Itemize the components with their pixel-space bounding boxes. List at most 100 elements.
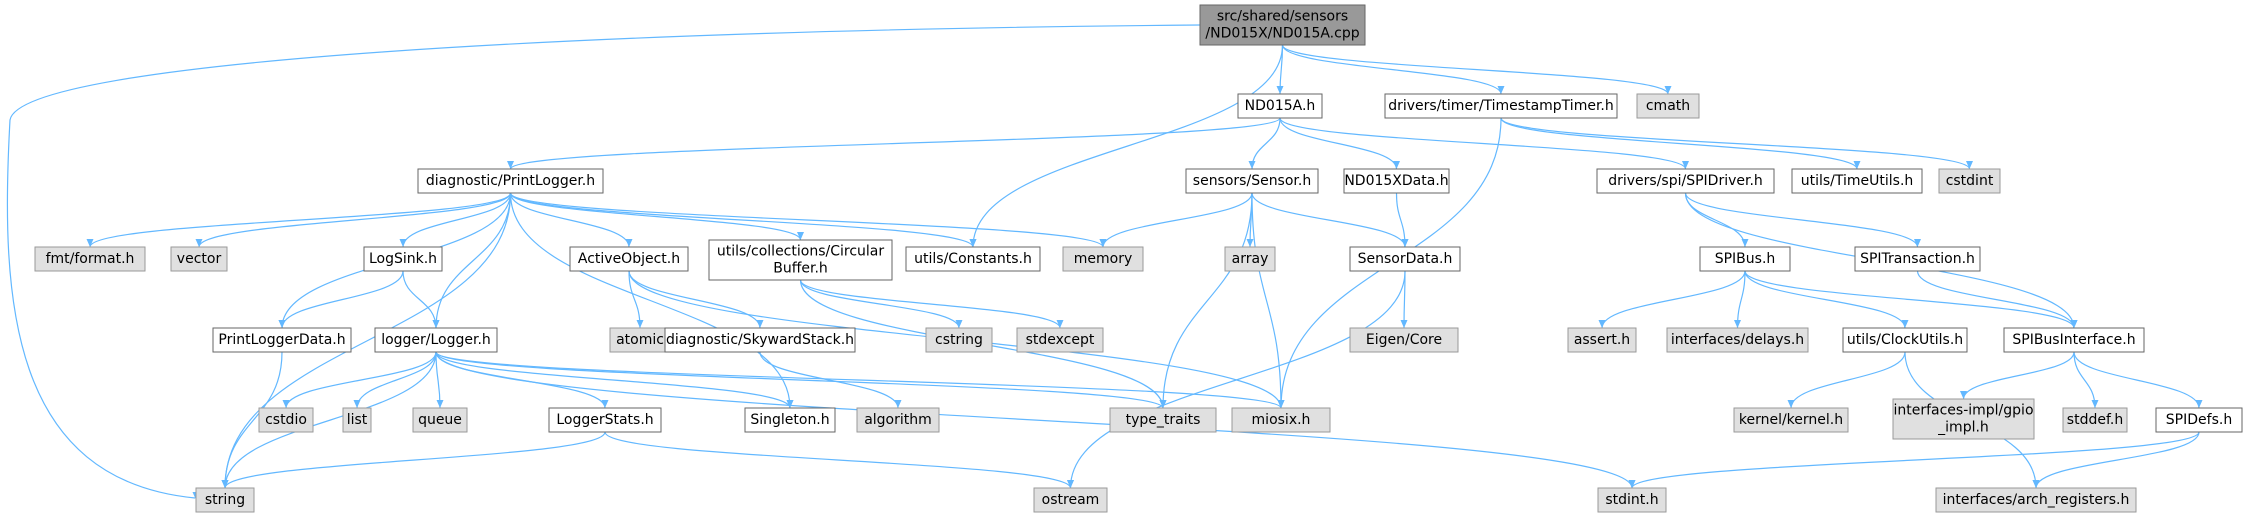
edge-loggerstats-to-ostream <box>604 431 1072 489</box>
arrowhead-spidefs-to-stdint <box>1628 480 1636 488</box>
edge-print_logger-to-constants <box>509 192 974 248</box>
node-label: drivers/spi/SPIDriver.h <box>1608 173 1763 189</box>
node-label: algorithm <box>864 412 932 428</box>
node-cmath: cmath <box>1636 93 1700 119</box>
node-box <box>195 487 255 513</box>
edge-spibus-to-delays <box>1736 270 1746 329</box>
arrowhead-logger-to-queue <box>436 400 444 408</box>
arrowhead-loggerstats-to-ostream <box>1067 480 1074 488</box>
node-queue: queue <box>412 407 468 433</box>
node-box <box>212 327 352 353</box>
arrowhead-logger-to-loggerstats <box>601 400 609 408</box>
node-label: utils/TimeUtils.h <box>1801 173 1914 189</box>
node-box <box>1349 327 1459 353</box>
node-box <box>609 327 671 353</box>
node-nd015a-h[interactable]: ND015A.h <box>1237 93 1323 119</box>
node-label: interfaces/arch_registers.h <box>1943 492 2130 508</box>
edge-print_logger-to-fmt <box>89 192 512 248</box>
edge-spibusinterface-to-gpio_impl <box>1962 351 2075 400</box>
edge-root-to-constants <box>972 44 1284 248</box>
edge-nd015a_h-to-nd015xdata <box>1279 117 1398 170</box>
node-logger[interactable]: logger/Logger.h <box>374 327 498 353</box>
node-label: interfaces-impl/gpio <box>1893 403 2033 419</box>
node-label: SensorData.h <box>1358 251 1453 267</box>
nodes-layer: src/shared/sensors/ND015X/ND015A.cppND01… <box>34 4 2243 513</box>
node-skyward[interactable]: diagnostic/SkywardStack.h <box>664 327 856 353</box>
node-nd015xdata[interactable]: ND015XData.h <box>1343 168 1450 194</box>
node-box <box>2062 407 2128 433</box>
node-box <box>1892 398 2035 440</box>
node-label: Buffer.h <box>773 261 828 277</box>
node-label: kernel/kernel.h <box>1739 412 1843 428</box>
edge-spidefs-to-stdint <box>1631 431 2200 489</box>
node-ostream: ostream <box>1033 487 1108 513</box>
node-label: src/shared/sensors <box>1217 9 1348 25</box>
node-label: logger/Logger.h <box>381 332 491 348</box>
node-box <box>1733 407 1849 433</box>
node-box <box>1935 487 2137 513</box>
node-activeobject[interactable]: ActiveObject.h <box>569 246 689 272</box>
edges-layer <box>6 24 2203 500</box>
edge-print_logger-to-activeobject <box>509 192 630 248</box>
edge-root-to-timestamp_timer <box>1281 44 1502 95</box>
arrowhead-logger-to-singleton <box>786 400 794 408</box>
node-timestamp-timer[interactable]: drivers/timer/TimestampTimer.h <box>1384 93 1618 119</box>
node-spibusinterface[interactable]: SPIBusInterface.h <box>2003 327 2145 353</box>
node-label: cstdio <box>265 412 307 428</box>
edge-spidriver-to-spitransaction <box>1684 192 1919 248</box>
node-root[interactable]: src/shared/sensors/ND015X/ND015A.cpp <box>1199 4 1366 46</box>
node-box <box>1185 168 1319 194</box>
node-label: utils/ClockUtils.h <box>1847 332 1963 348</box>
node-array: array <box>1224 246 1276 272</box>
edge-loggerstats-to-string <box>224 431 606 489</box>
node-label: utils/Constants.h <box>914 251 1032 267</box>
node-spitransaction[interactable]: SPITransaction.h <box>1854 246 1981 272</box>
node-algorithm: algorithm <box>856 407 940 433</box>
node-list: list <box>342 407 372 433</box>
node-clockutils[interactable]: utils/ClockUtils.h <box>1842 327 1968 353</box>
arrowhead-logger-to-list <box>353 400 361 408</box>
edge-timestamp_timer-to-timeutils <box>1500 117 1858 170</box>
node-label: array <box>1232 251 1269 267</box>
edge-logger-to-miosix <box>435 351 1282 409</box>
edge-print_logger-to-circbuf <box>509 192 802 241</box>
node-singleton[interactable]: Singleton.h <box>744 407 836 433</box>
node-box <box>569 246 689 272</box>
node-label: SPIBusInterface.h <box>2012 332 2135 348</box>
node-box <box>1854 246 1981 272</box>
node-label: LogSink.h <box>369 251 437 267</box>
node-box <box>1343 168 1450 194</box>
node-print-logger[interactable]: diagnostic/PrintLogger.h <box>417 168 604 194</box>
node-cstring: cstring <box>925 327 993 353</box>
arrowhead-nd015a_h-to-sensor_h <box>1248 161 1256 169</box>
arrowhead-activeobject-to-skyward <box>756 320 764 328</box>
arrowhead-timestamp_timer-to-cstdint <box>1966 161 1973 169</box>
node-timeutils[interactable]: utils/TimeUtils.h <box>1791 168 1923 194</box>
node-label: _impl.h <box>1937 420 1989 436</box>
node-sensordata[interactable]: SensorData.h <box>1349 246 1461 272</box>
node-box <box>1636 93 1700 119</box>
node-label: assert.h <box>1574 332 1630 348</box>
node-box <box>1237 93 1323 119</box>
node-spibus[interactable]: SPIBus.h <box>1699 246 1791 272</box>
node-stddef: stddef.h <box>2062 407 2128 433</box>
edge-root-to-string <box>6 24 1201 499</box>
node-logsink[interactable]: LogSink.h <box>363 246 443 272</box>
edge-timestamp_timer-to-cstdint <box>1500 117 1971 170</box>
node-label: string <box>205 492 245 508</box>
node-sensor-h[interactable]: sensors/Sensor.h <box>1185 168 1319 194</box>
node-label: queue <box>418 412 462 428</box>
arrowhead-spidriver-to-spitransaction <box>1914 239 1921 247</box>
arrowhead-spibus-to-assert <box>1598 320 1606 328</box>
node-loggerstats[interactable]: LoggerStats.h <box>548 407 662 433</box>
node-constants[interactable]: utils/Constants.h <box>905 246 1041 272</box>
node-label: ND015XData.h <box>1344 173 1448 189</box>
arrowhead-logger-to-miosix <box>1277 400 1285 408</box>
edge-print_logger-to-string <box>224 192 512 489</box>
node-spidefs[interactable]: SPIDefs.h <box>2155 407 2243 433</box>
edge-nd015a_h-to-spidriver <box>1279 117 1687 170</box>
node-spidriver[interactable]: drivers/spi/SPIDriver.h <box>1596 168 1775 194</box>
node-printloggerdata[interactable]: PrintLoggerData.h <box>212 327 352 353</box>
node-stdint: stdint.h <box>1597 487 1667 513</box>
